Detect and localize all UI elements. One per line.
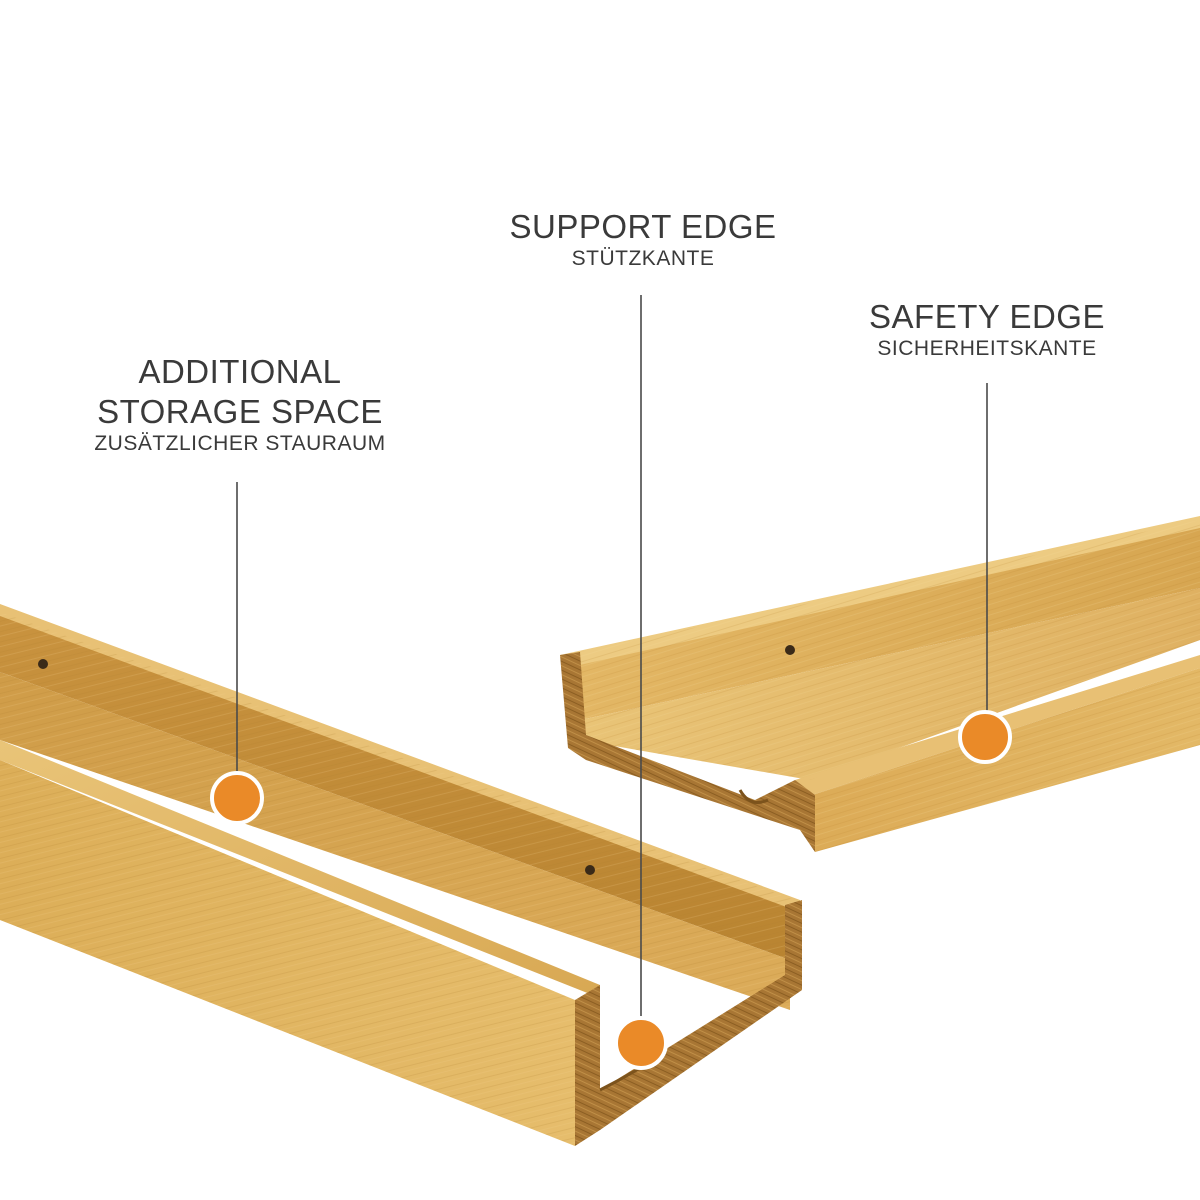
safety-title: SAFETY EDGE — [869, 298, 1105, 335]
safety-callout: SAFETY EDGE SICHERHEITSKANTE — [787, 297, 1187, 361]
storage-title: ADDITIONAL STORAGE SPACE — [97, 353, 383, 430]
support-marker — [614, 1016, 668, 1070]
support-subtitle: STÜTZKANTE — [571, 247, 715, 270]
safety-marker — [958, 710, 1012, 764]
support-callout: SUPPORT EDGE STÜTZKANTE — [443, 207, 843, 271]
safety-subtitle: SICHERHEITSKANTE — [877, 337, 1097, 360]
right-shelf — [560, 516, 1200, 852]
storage-callout: ADDITIONAL STORAGE SPACE ZUSÄTZLICHER ST… — [40, 352, 440, 456]
left-shelf — [0, 604, 802, 1146]
storage-subtitle: ZUSÄTZLICHER STAURAUM — [94, 432, 386, 455]
support-title: SUPPORT EDGE — [509, 208, 777, 245]
storage-marker — [210, 771, 264, 825]
